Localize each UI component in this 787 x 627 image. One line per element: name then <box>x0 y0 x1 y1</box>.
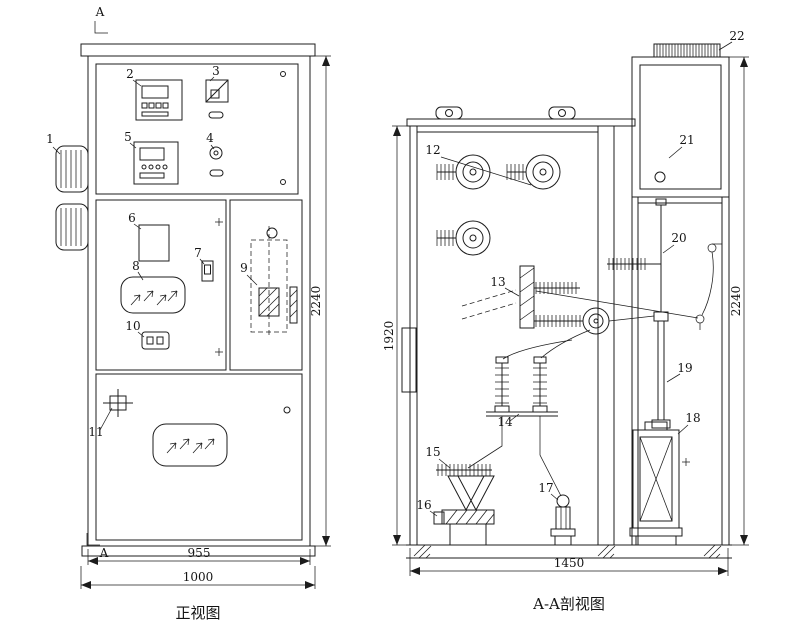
circuit-breaker <box>461 265 610 335</box>
lifting-lugs <box>435 106 576 120</box>
support-insulators <box>486 356 558 417</box>
dim-section-outer-height: 2240 <box>729 286 743 317</box>
indicator-window <box>205 79 229 119</box>
socket <box>141 331 170 350</box>
front-view: A A 1 2 3 4 5 6 7 8 9 10 11 2240 955 100… <box>46 5 331 622</box>
callout-21: 21 <box>679 133 694 147</box>
section-dimension-lines <box>392 56 749 576</box>
hinge-screws <box>215 218 223 356</box>
inspection-window-lower <box>152 423 228 467</box>
section-enclosure <box>401 106 732 559</box>
callout-2: 2 <box>126 67 134 81</box>
vt-box <box>629 421 690 545</box>
conductors <box>467 243 722 497</box>
dim-section-width: 1450 <box>554 556 585 570</box>
insulator-column <box>651 311 671 429</box>
front-dimension-lines <box>80 55 331 589</box>
callout-14: 14 <box>497 415 513 429</box>
pilot-lamp <box>209 146 224 177</box>
section-cut-mark-bottom <box>86 533 100 546</box>
vent-grille <box>653 43 721 58</box>
callout-1: 1 <box>46 132 54 146</box>
callout-6: 6 <box>128 211 136 225</box>
dim-front-height: 2240 <box>309 286 323 317</box>
callout-9: 9 <box>240 261 248 275</box>
callout-22: 22 <box>729 29 744 43</box>
earthing-handle <box>103 389 133 417</box>
current-transformer <box>436 464 495 545</box>
front-callout-leaders <box>52 76 258 431</box>
callout-15: 15 <box>425 445 440 459</box>
callout-12: 12 <box>425 143 440 157</box>
callout-4: 4 <box>206 131 214 145</box>
protection-relay <box>135 79 183 121</box>
meter-device <box>133 141 179 185</box>
callout-16: 16 <box>416 498 431 512</box>
front-cabinet <box>80 43 316 557</box>
section-marker-top: A <box>95 5 105 19</box>
callout-11: 11 <box>88 425 103 439</box>
callout-8: 8 <box>132 259 140 273</box>
section-marker-bottom: A <box>99 546 109 560</box>
callout-3: 3 <box>212 64 220 78</box>
callout-7: 7 <box>194 246 202 260</box>
earthing-bar <box>433 511 445 525</box>
callout-19: 19 <box>677 361 692 375</box>
section-cut-mark-top <box>94 21 108 34</box>
section-view: 12 13 14 15 16 17 18 19 20 21 22 1920 22… <box>382 29 749 613</box>
callout-18: 18 <box>685 411 700 425</box>
operating-rod <box>607 198 667 312</box>
callout-20: 20 <box>671 231 686 245</box>
dim-front-outer-width: 1000 <box>183 570 214 584</box>
side-bushings <box>55 145 89 251</box>
cable-terminal <box>550 494 576 545</box>
callout-5: 5 <box>124 130 132 144</box>
nameplate <box>138 224 170 262</box>
callout-13: 13 <box>490 275 505 289</box>
front-view-title: 正视图 <box>175 604 220 622</box>
callout-17: 17 <box>538 481 553 495</box>
dim-section-inner-height: 1920 <box>382 321 396 352</box>
lv-compartment <box>631 56 730 204</box>
inspection-window-upper <box>120 276 186 314</box>
door-handle <box>201 260 214 282</box>
section-callout-leaders <box>429 41 733 517</box>
drawing-root: A A 1 2 3 4 5 6 7 8 9 10 11 2240 955 100… <box>46 5 749 622</box>
callout-10: 10 <box>125 319 140 333</box>
wall-bushings <box>436 154 561 256</box>
section-view-title: A-A剖视图 <box>532 595 605 613</box>
dim-front-inner-width: 955 <box>188 546 211 560</box>
interlock-mechanism <box>250 226 298 338</box>
